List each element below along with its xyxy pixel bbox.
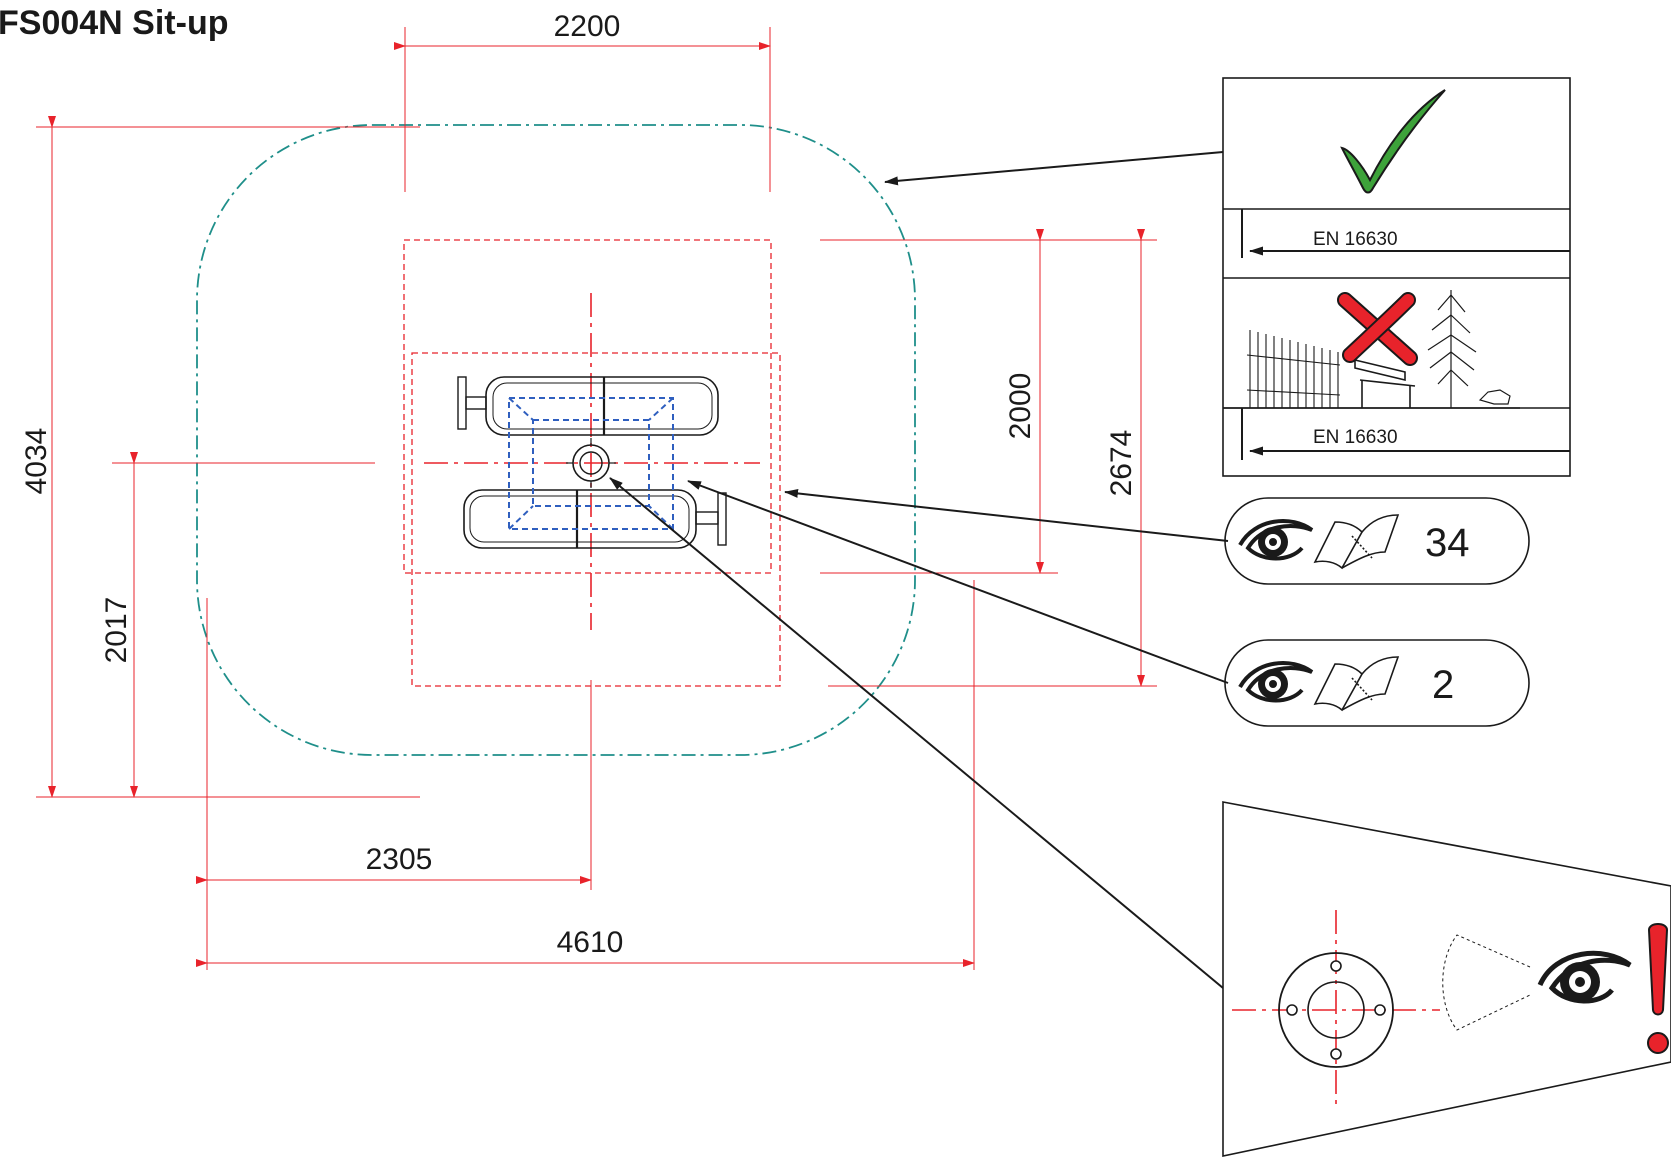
dimension-label: 4610 xyxy=(557,926,624,959)
eye-icon xyxy=(1238,519,1314,561)
foundation-zone-lower xyxy=(411,352,781,687)
warning-exclamation-icon xyxy=(1647,923,1669,1054)
leader-to-anchor xyxy=(609,477,1224,989)
manual-page-number: 34 xyxy=(1425,521,1470,565)
cross-icon xyxy=(1337,292,1418,366)
surface-legend-panel: EN 16630 EN 16630 xyxy=(1222,77,1571,477)
fence-icon xyxy=(1246,330,1341,408)
dimension-footprint-depth: 2674 xyxy=(828,229,1157,687)
leader-to-safety-zone xyxy=(884,151,1224,186)
anchor-plate-icon xyxy=(1232,910,1440,1105)
manual-reference-assembly: 2 xyxy=(1224,639,1530,727)
dimension-label: 2000 xyxy=(1004,373,1037,440)
obstacle-standard-label: EN 16630 xyxy=(1313,427,1398,448)
leader-to-footprint xyxy=(784,488,1229,542)
diagram-title: FS004N Sit-up xyxy=(0,4,228,42)
bench-icon xyxy=(1354,358,1416,408)
dimension-label: 2305 xyxy=(366,843,433,876)
dimension-overall-height: 4034 xyxy=(20,116,420,798)
equipment-top-view xyxy=(457,376,727,549)
dimension-top-width: 2200 xyxy=(394,10,771,192)
dimension-label: 2674 xyxy=(1105,430,1138,497)
dimension-label: 2017 xyxy=(100,597,133,664)
surface-standard-label: EN 16630 xyxy=(1313,229,1398,250)
dimension-equipment-depth: 2000 xyxy=(820,229,1058,574)
dimension-half-height: 2017 xyxy=(100,452,375,798)
eye-icon xyxy=(1238,661,1314,703)
eye-icon xyxy=(1537,950,1632,1004)
safety-zone-outline xyxy=(196,124,916,756)
manual-book-icon xyxy=(1313,656,1400,712)
dimension-label: 4034 xyxy=(20,428,53,495)
leader-to-equipment xyxy=(687,480,1229,684)
anchor-detail-callout xyxy=(1222,801,1671,1157)
dimension-half-width: 2305 xyxy=(196,598,592,970)
manual-page-number: 2 xyxy=(1432,663,1454,707)
manual-book-icon xyxy=(1313,514,1400,570)
tree-icon xyxy=(1427,290,1477,408)
rock-icon xyxy=(1478,389,1511,405)
foundation-zone-upper xyxy=(403,239,772,574)
dimension-label: 2200 xyxy=(554,10,621,43)
dimension-overall-width: 4610 xyxy=(196,580,975,970)
manual-reference-inspection: 34 xyxy=(1224,497,1530,585)
checkmark-icon xyxy=(1340,89,1446,194)
